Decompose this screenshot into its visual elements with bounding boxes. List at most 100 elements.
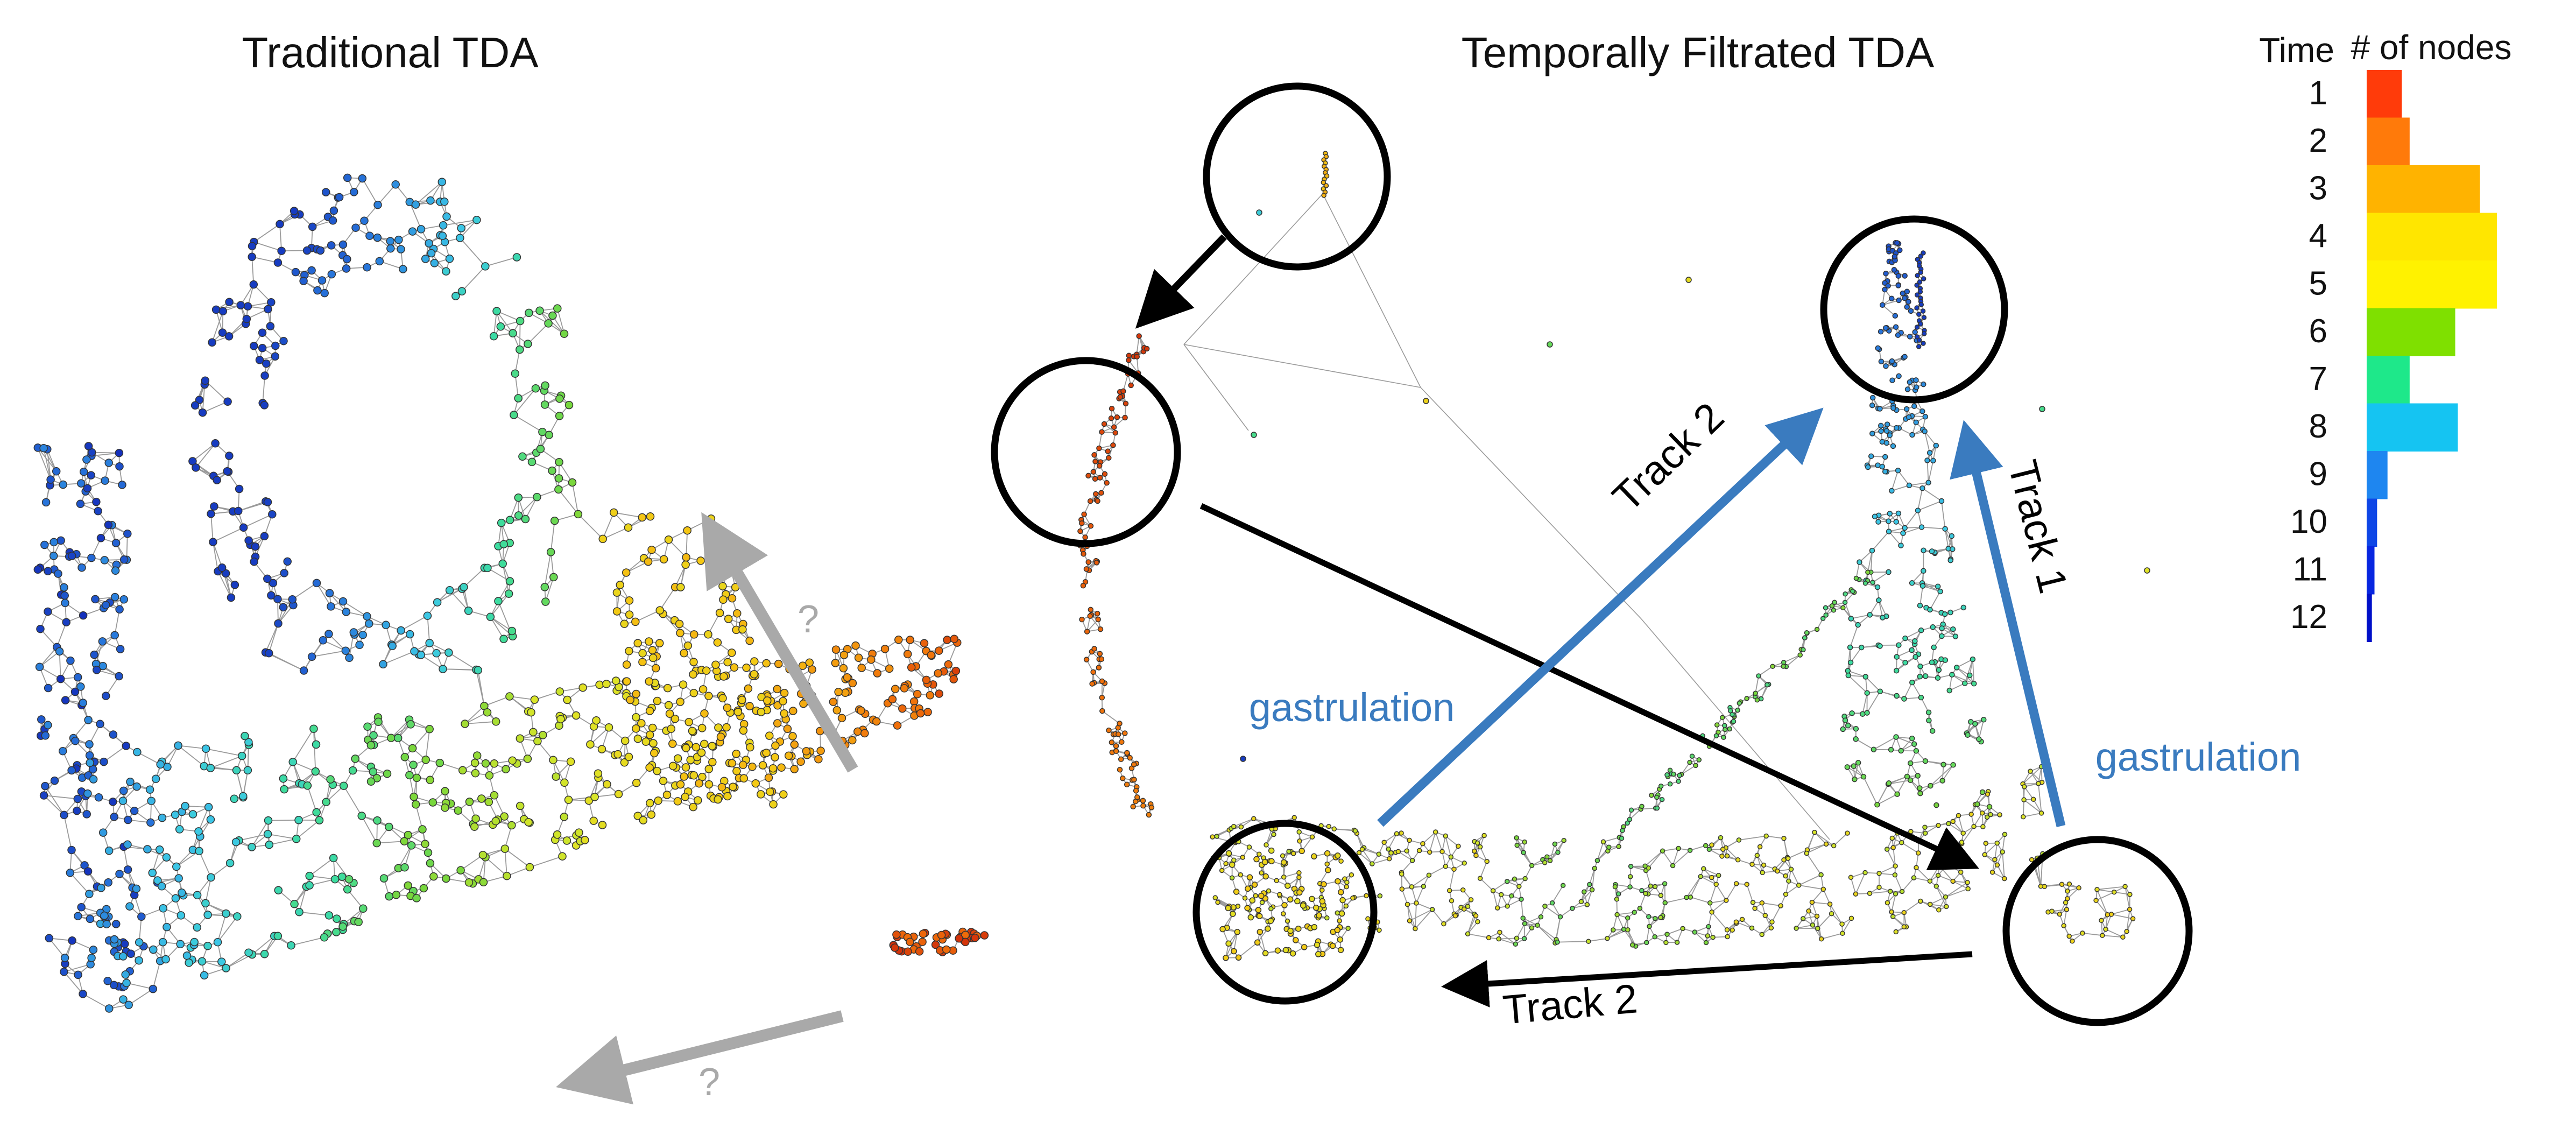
network-node bbox=[194, 827, 203, 836]
network-node bbox=[439, 221, 448, 230]
network-node bbox=[307, 652, 316, 661]
network-node bbox=[133, 748, 142, 757]
network-node bbox=[655, 606, 664, 615]
network-node bbox=[73, 794, 82, 803]
network-edge bbox=[176, 850, 200, 868]
network-node bbox=[595, 680, 604, 689]
network-node bbox=[44, 721, 52, 730]
network-node bbox=[771, 741, 780, 750]
network-node bbox=[249, 280, 258, 289]
network-edge bbox=[1851, 614, 1870, 619]
network-edge bbox=[1984, 854, 1998, 865]
network-node bbox=[733, 708, 743, 716]
network-node bbox=[439, 665, 447, 673]
network-node bbox=[119, 555, 129, 564]
network-node bbox=[533, 737, 542, 745]
network-node bbox=[50, 538, 58, 547]
network-node bbox=[647, 810, 656, 819]
network-edge bbox=[251, 257, 255, 285]
network-node bbox=[122, 978, 131, 988]
network-edge bbox=[48, 937, 66, 958]
network-node bbox=[123, 865, 132, 874]
network-node bbox=[689, 658, 698, 666]
network-edge bbox=[1411, 886, 1417, 904]
network-node bbox=[451, 292, 460, 300]
network-node bbox=[222, 909, 230, 918]
network-node bbox=[554, 474, 563, 483]
network-node bbox=[343, 255, 351, 264]
network-node bbox=[357, 812, 366, 820]
network-node bbox=[86, 914, 95, 923]
network-node bbox=[70, 687, 80, 696]
network-node bbox=[427, 249, 436, 258]
network-edge bbox=[299, 911, 329, 916]
network-node bbox=[61, 598, 69, 608]
network-node bbox=[76, 682, 85, 691]
network-node bbox=[260, 532, 269, 541]
network-edge bbox=[252, 256, 278, 263]
network-node bbox=[137, 912, 146, 921]
network-edge bbox=[1886, 849, 1896, 866]
network-node bbox=[653, 766, 661, 775]
network-node bbox=[500, 812, 509, 821]
network-node bbox=[326, 775, 335, 784]
network-edge bbox=[1897, 470, 1910, 486]
network-node bbox=[104, 878, 112, 887]
network-node bbox=[764, 773, 773, 782]
network-node bbox=[358, 174, 367, 183]
network-edge bbox=[43, 795, 65, 816]
network-node bbox=[524, 340, 532, 348]
network-node bbox=[633, 639, 642, 647]
network-node bbox=[544, 319, 553, 328]
network-node bbox=[279, 336, 288, 346]
network-node bbox=[41, 731, 50, 740]
network-node bbox=[305, 871, 314, 880]
network-edge bbox=[1479, 847, 1488, 862]
network-node bbox=[235, 484, 244, 493]
network-node bbox=[892, 930, 901, 939]
network-node bbox=[116, 645, 125, 653]
network-edge bbox=[518, 496, 538, 516]
network-edge bbox=[1848, 675, 1866, 678]
network-edge bbox=[1847, 670, 1866, 678]
network-node bbox=[611, 676, 620, 685]
network-edge bbox=[1888, 776, 1908, 784]
network-node bbox=[505, 516, 514, 525]
network-node bbox=[920, 639, 929, 647]
network-node bbox=[646, 799, 654, 808]
network-node bbox=[477, 794, 486, 803]
network-node bbox=[527, 457, 537, 467]
network-node bbox=[365, 231, 374, 240]
network-node bbox=[391, 180, 400, 189]
network-node bbox=[649, 739, 658, 748]
network-edge bbox=[1945, 888, 1968, 898]
network-edge bbox=[1928, 460, 1934, 483]
network-node bbox=[943, 636, 951, 644]
network-node bbox=[673, 797, 682, 806]
network-edge bbox=[1429, 831, 1436, 852]
network-node bbox=[432, 649, 441, 658]
network-edge bbox=[225, 952, 249, 969]
network-edge bbox=[635, 610, 660, 623]
network-node bbox=[327, 602, 335, 611]
network-node bbox=[110, 981, 118, 990]
network-node bbox=[55, 647, 64, 656]
network-node bbox=[292, 835, 301, 843]
network-node bbox=[243, 766, 252, 775]
network-node bbox=[344, 875, 354, 884]
network-edge bbox=[1893, 847, 1896, 866]
network-edge bbox=[1865, 676, 1881, 692]
network-node bbox=[258, 328, 267, 337]
network-node bbox=[411, 800, 420, 809]
network-edge bbox=[1493, 881, 1508, 891]
network-edge bbox=[1603, 837, 1620, 843]
network-node bbox=[425, 725, 434, 734]
network-node bbox=[203, 911, 212, 919]
network-node bbox=[625, 610, 634, 619]
network-edge bbox=[1930, 896, 1946, 905]
network-edge bbox=[1785, 885, 1799, 895]
network-edge bbox=[251, 820, 269, 848]
network-edge bbox=[1850, 877, 1857, 894]
network-node bbox=[92, 666, 101, 674]
network-node bbox=[201, 899, 210, 908]
